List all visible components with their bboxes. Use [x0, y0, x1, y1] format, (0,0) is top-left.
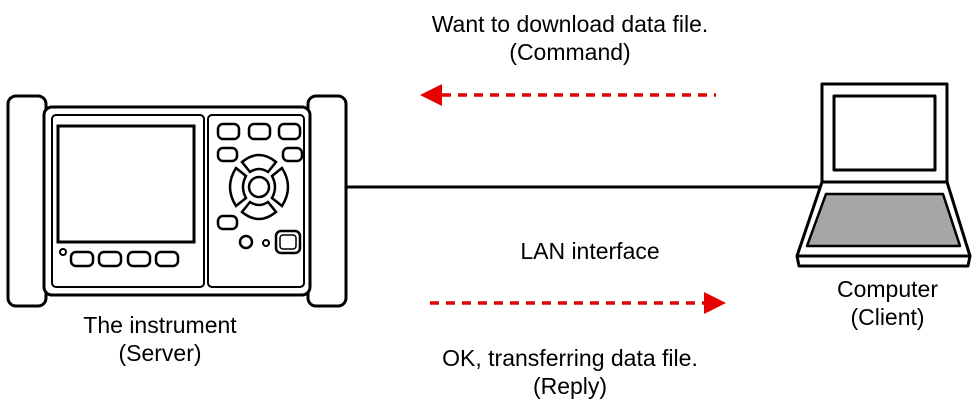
- command-label: Want to download data file. (Command): [350, 10, 790, 66]
- lan-interface-label: LAN interface: [520, 238, 660, 264]
- computer-name: Computer: [837, 276, 938, 302]
- reply-text: OK, transferring data file.: [442, 345, 698, 371]
- instrument-role: (Server): [118, 340, 202, 366]
- command-arrow: [420, 84, 716, 106]
- instrument-icon: [6, 94, 348, 308]
- computer-role: (Client): [850, 304, 925, 330]
- laptop-screen-panel: [805, 192, 962, 248]
- laptop-icon: [795, 82, 972, 268]
- command-type: (Command): [509, 39, 631, 65]
- computer-label: Computer (Client): [800, 275, 975, 331]
- command-text: Want to download data file.: [431, 11, 709, 37]
- reply-arrow: [430, 292, 726, 314]
- reply-label: OK, transferring data file. (Reply): [380, 344, 760, 400]
- instrument-name: The instrument: [83, 312, 237, 338]
- reply-type: (Reply): [532, 373, 608, 399]
- instrument-label: The instrument (Server): [40, 311, 280, 367]
